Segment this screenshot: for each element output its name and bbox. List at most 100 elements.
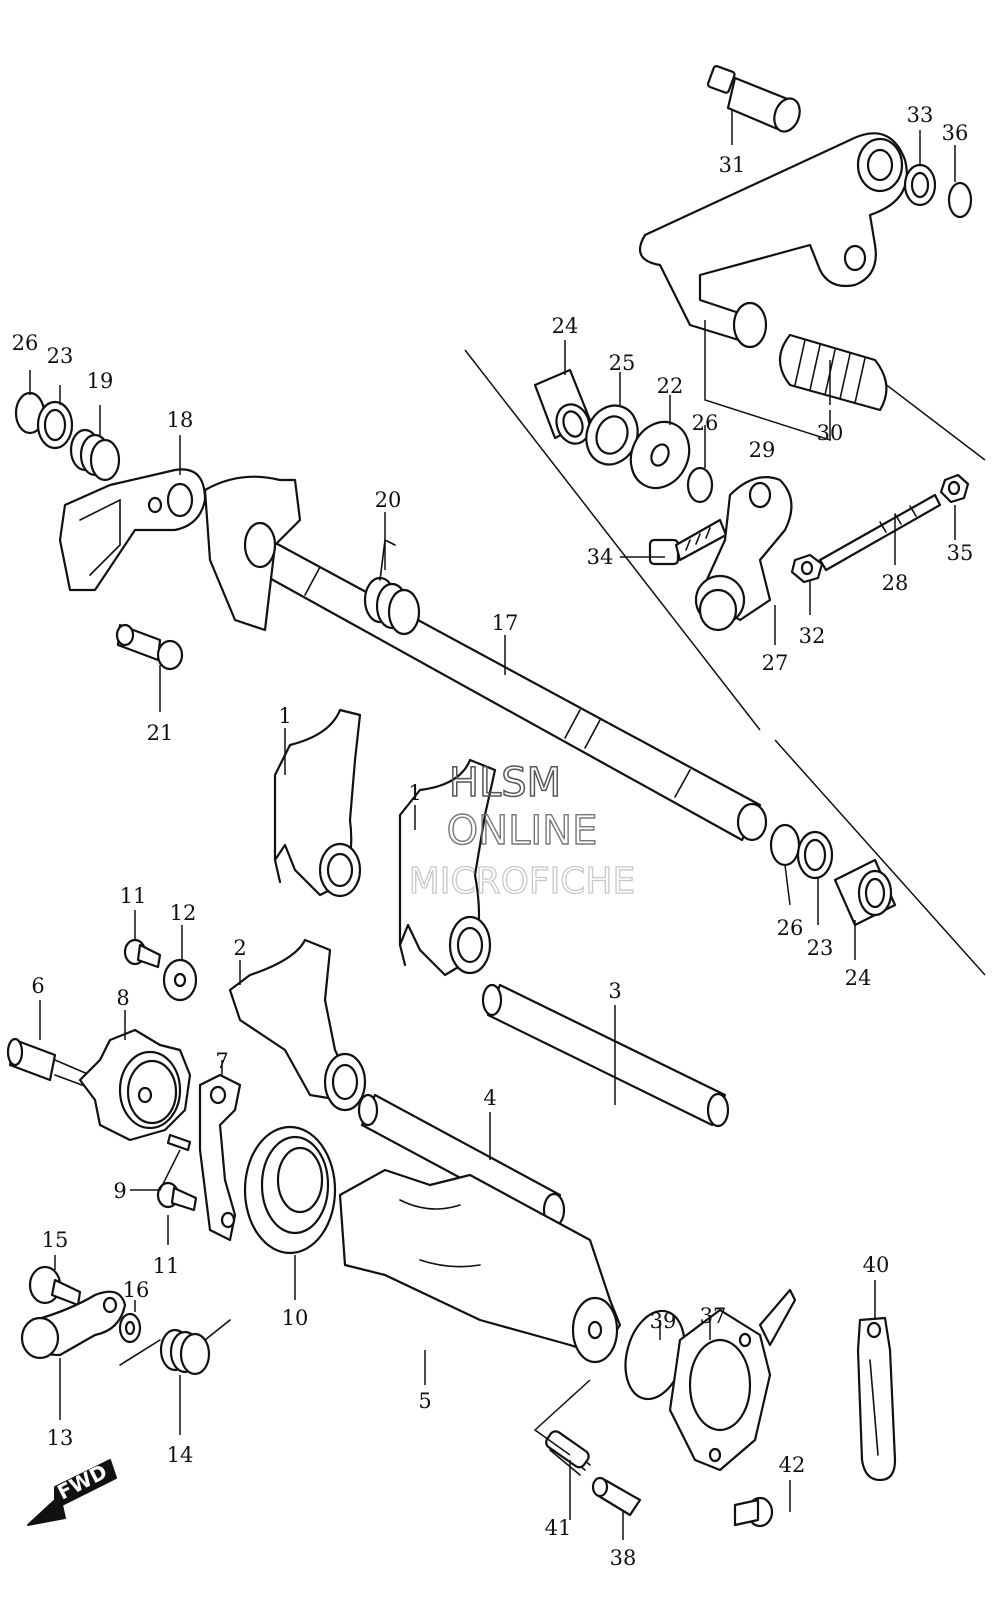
callout-19: 19 xyxy=(87,369,114,393)
part-13-stopper-arm xyxy=(20,1290,127,1360)
part-15-bolt xyxy=(28,1265,82,1307)
watermark-line-2: ONLINE xyxy=(447,808,598,854)
callout-40: 40 xyxy=(863,1253,890,1277)
part-9-dowel-pin xyxy=(166,1133,192,1152)
pedal-assembly-boundary-right xyxy=(879,379,986,461)
callout-28: 28 xyxy=(882,571,909,595)
callout-7: 7 xyxy=(215,1049,228,1073)
callout-22: 22 xyxy=(657,374,684,398)
callout-35: 35 xyxy=(947,541,974,565)
callout-15: 15 xyxy=(42,1228,69,1252)
callout-10: 10 xyxy=(282,1306,309,1330)
pedal-assembly-boundary xyxy=(464,349,761,731)
part-20-return-spring xyxy=(363,538,421,636)
part-8-shift-cam-plate xyxy=(78,1028,192,1142)
callout-14: 14 xyxy=(167,1443,194,1467)
callout-23-right: 23 xyxy=(807,936,834,960)
part-1-shift-fork-right xyxy=(398,758,497,977)
callout-3: 3 xyxy=(608,979,621,1003)
callout-8: 8 xyxy=(116,986,129,1010)
part-22-washer xyxy=(629,420,691,490)
callout-38: 38 xyxy=(610,1546,637,1570)
callout-1-left: 1 xyxy=(278,704,291,728)
part-41-plunger-spring xyxy=(545,1430,591,1476)
callout-4: 4 xyxy=(483,1086,496,1110)
part-37-cover xyxy=(668,1288,797,1472)
part-40-cable-strap xyxy=(856,1316,897,1482)
callout-25: 25 xyxy=(609,351,636,375)
part-5-gearshift-cam-drum xyxy=(338,1168,622,1364)
fwd-direction-badge: FWD xyxy=(27,1459,117,1526)
callout-26-left: 26 xyxy=(12,331,39,355)
part-10-bearing xyxy=(243,1125,337,1255)
callout-33: 33 xyxy=(907,103,934,127)
part-32-locknut xyxy=(790,553,824,584)
callout-26-pedal: 26 xyxy=(692,411,719,435)
callout-numbers: 31 33 36 24 25 22 26 29 30 34 32 28 35 2… xyxy=(12,103,974,1570)
part-30-shift-pedal-rubber xyxy=(778,333,888,412)
callout-37: 37 xyxy=(700,1304,727,1328)
part-2-shift-fork xyxy=(228,938,367,1112)
part-25-oil-seal xyxy=(585,404,639,466)
watermark: HLSM ONLINE MICROFICHE xyxy=(408,759,636,902)
part-18-gearshift-plate xyxy=(58,468,207,592)
part-27-shift-link-arm xyxy=(694,476,793,632)
part-7-stopper-plate xyxy=(198,1073,242,1242)
part-12-washer xyxy=(162,958,198,1002)
callout-24-right: 24 xyxy=(845,966,872,990)
callout-9: 9 xyxy=(113,1179,126,1203)
watermark-line-3: MICROFICHE xyxy=(409,861,635,902)
part-26-circlip-pedal xyxy=(686,466,714,504)
callout-31: 31 xyxy=(719,153,746,177)
callout-12: 12 xyxy=(170,901,197,925)
part-3-fork-shaft xyxy=(481,983,730,1128)
part-29-gearshift-lever xyxy=(638,132,908,349)
fwd-label: FWD xyxy=(53,1459,111,1504)
part-26-circlip-right xyxy=(769,823,801,867)
callout-21: 21 xyxy=(147,721,174,745)
callout-32: 32 xyxy=(799,624,826,648)
callout-30: 30 xyxy=(817,421,844,445)
part-28-shift-rod xyxy=(818,493,942,572)
part-24-bushing-upper xyxy=(533,368,592,445)
callout-11-lower: 11 xyxy=(153,1254,180,1278)
callout-27: 27 xyxy=(762,651,789,675)
callout-42: 42 xyxy=(779,1453,806,1477)
callout-39: 39 xyxy=(650,1309,677,1333)
pedal-assembly-boundary-lower xyxy=(774,739,986,976)
part-16-washer xyxy=(118,1312,142,1344)
part-36-circlip xyxy=(947,181,973,219)
callout-1-right: 1 xyxy=(408,781,421,805)
callout-17: 17 xyxy=(492,611,519,635)
callout-24-upper: 24 xyxy=(552,314,579,338)
part-14-stopper-spring xyxy=(119,1319,231,1376)
part-35-nut xyxy=(939,473,970,504)
callout-41: 41 xyxy=(545,1516,572,1540)
part-11-bolt-upper xyxy=(123,938,162,969)
watermark-line-1: HLSM xyxy=(449,760,561,806)
part-33-washer-hole xyxy=(910,171,930,199)
callout-18: 18 xyxy=(167,408,194,432)
part-42-bolt xyxy=(733,1496,774,1528)
part-19-spring xyxy=(69,428,121,482)
callout-5: 5 xyxy=(418,1389,431,1413)
part-31-pivot-bolt xyxy=(706,65,801,133)
callout-16: 16 xyxy=(123,1278,150,1302)
callout-36: 36 xyxy=(942,121,969,145)
part-38-plunger xyxy=(591,1476,642,1517)
part-1-shift-fork-left xyxy=(273,708,362,898)
part-23-washer-right-hole xyxy=(803,838,827,872)
leader-lines xyxy=(29,110,956,1540)
callout-13: 13 xyxy=(47,1426,74,1450)
callout-34: 34 xyxy=(587,545,614,569)
callout-23-left: 23 xyxy=(47,344,74,368)
callout-20: 20 xyxy=(375,488,402,512)
part-4-fork-shaft xyxy=(357,1093,566,1228)
part-23-washer-left-hole xyxy=(43,408,67,442)
callout-11-upper: 11 xyxy=(120,884,147,908)
part-11-bolt-lower xyxy=(156,1181,198,1212)
callout-29: 29 xyxy=(749,438,776,462)
part-24-bushing-right xyxy=(833,858,897,927)
callout-26-right: 26 xyxy=(777,916,804,940)
